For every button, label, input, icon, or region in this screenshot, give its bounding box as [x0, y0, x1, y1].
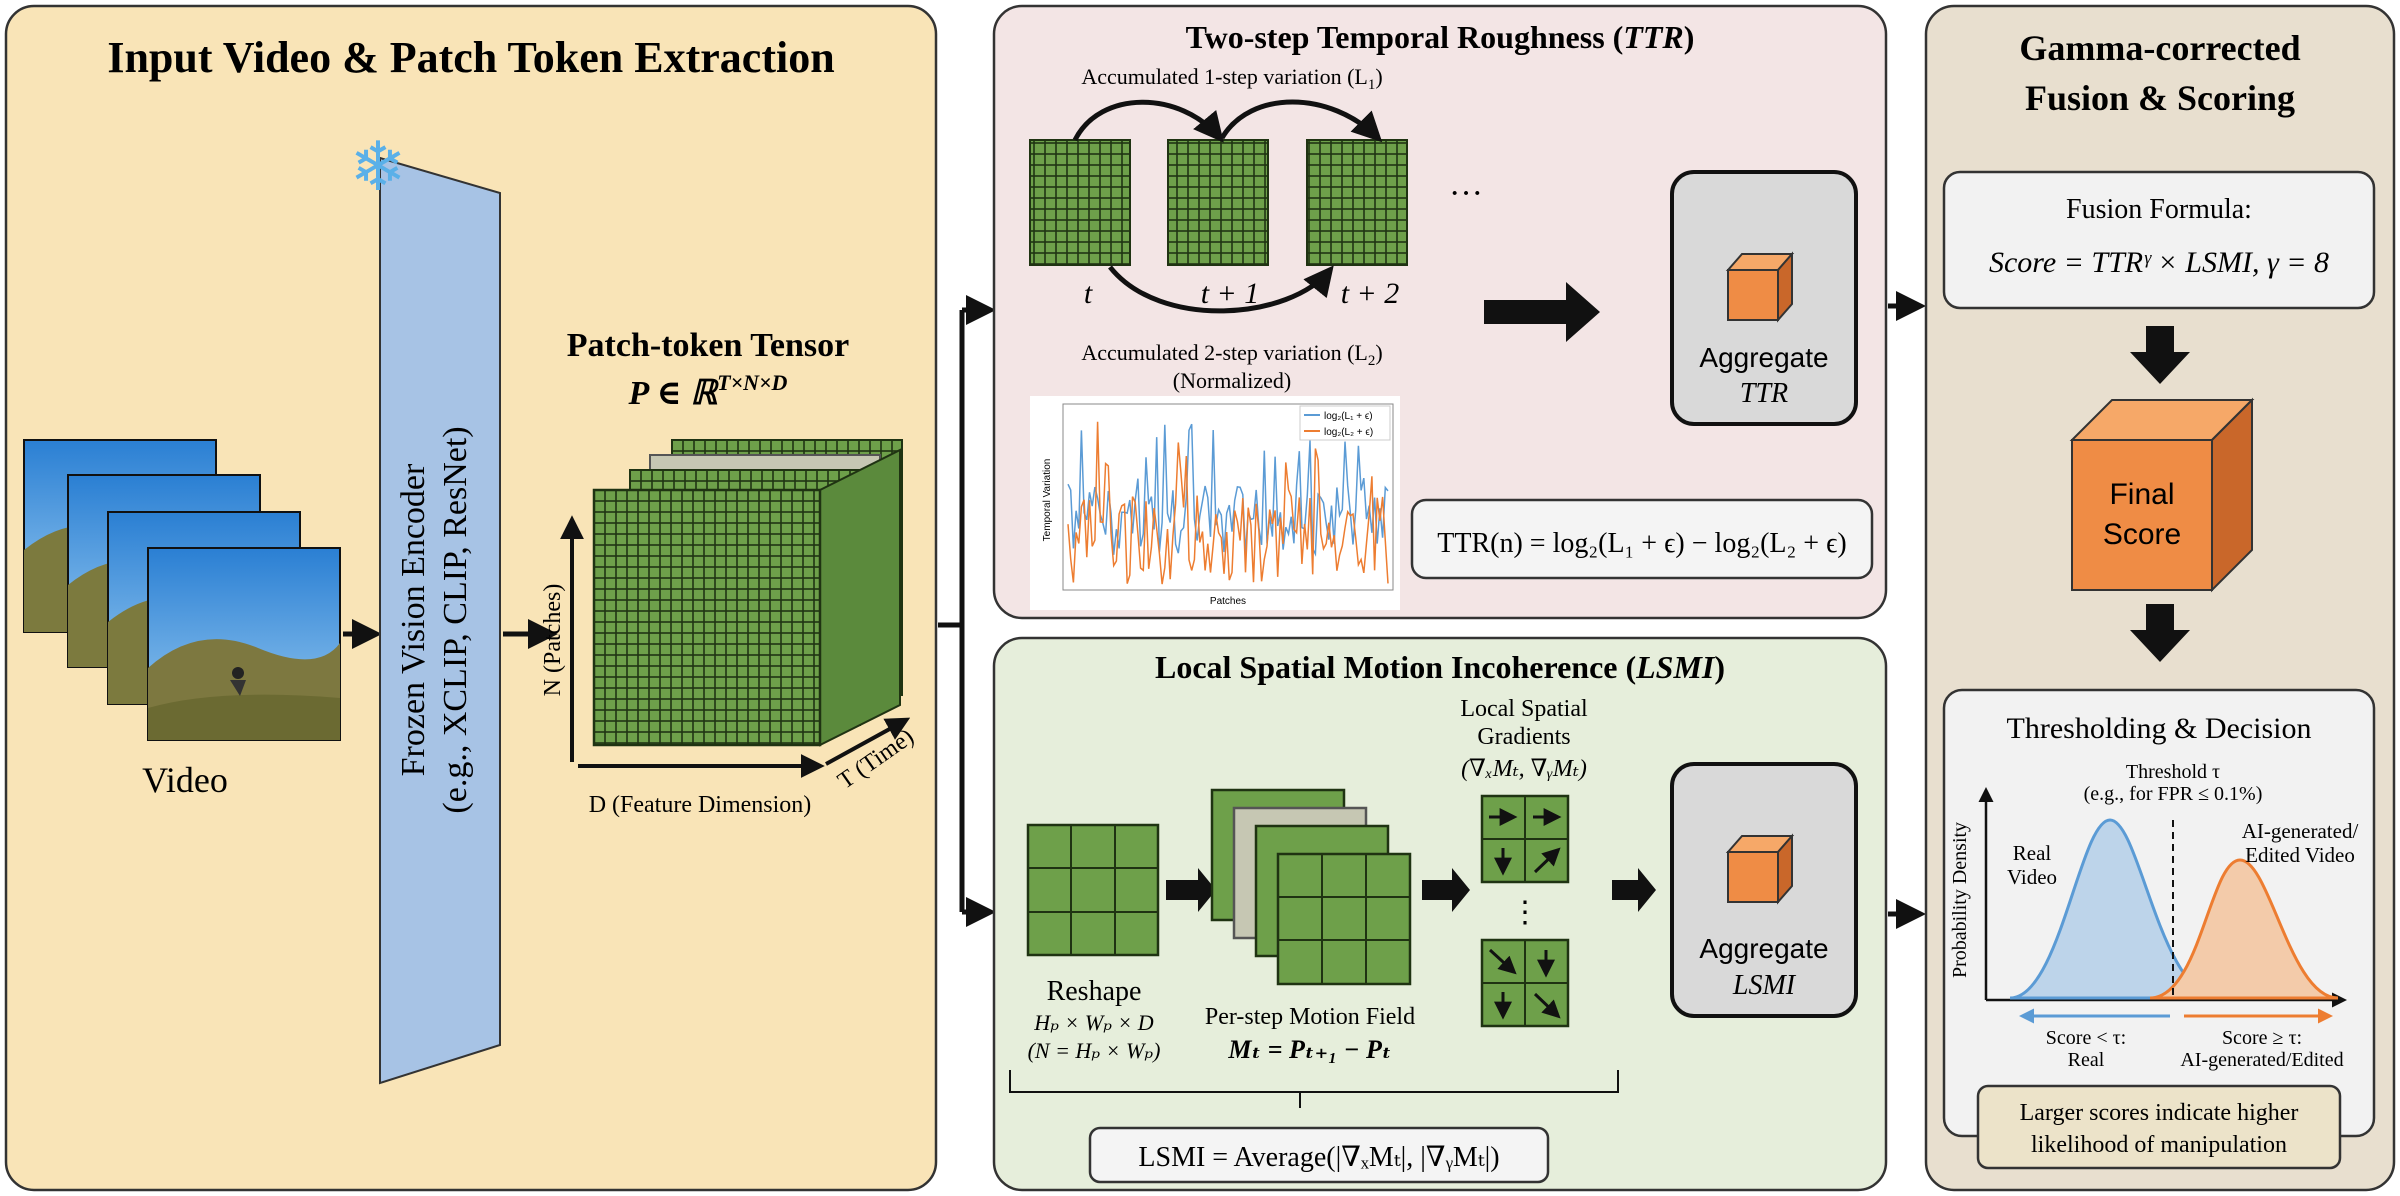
l1-label: Accumulated 1-step variation (L1) — [1081, 64, 1382, 93]
threshold-note: (e.g., for FPR ≤ 0.1%) — [2084, 783, 2263, 805]
ai-label-1: AI-generated/ — [2242, 819, 2359, 843]
motion-eq: Mₜ = Pₜ₊₁ − Pₜ — [1227, 1035, 1391, 1064]
grid-ellipsis: ··· — [1449, 175, 1483, 212]
above-threshold-2: AI-generated/Edited — [2180, 1049, 2343, 1071]
plot-series-l2 — [1067, 421, 1389, 585]
token-grid-t2 — [1306, 139, 1408, 266]
lsmi-aggregate-box: Aggregate LSMI — [1670, 762, 1858, 1018]
encoder-line1: Frozen Vision Encoder — [395, 463, 432, 776]
reshape-label: Reshape — [1047, 976, 1142, 1007]
ai-label-2: Edited Video — [2245, 843, 2355, 867]
gradient-grid-top — [1480, 794, 1570, 884]
input-panel-title: Input Video & Patch Token Extraction — [107, 33, 834, 82]
gradients-line2: Gradients — [1477, 724, 1570, 750]
ttr-panel: Two-step Temporal Roughness (TTR) Accumu… — [992, 4, 1888, 620]
fusion-title-line2: Fusion & Scoring — [2025, 78, 2295, 118]
time-label-t: t — [1084, 277, 1093, 310]
motion-field-stack — [1210, 788, 1412, 986]
threshold-box: Thresholding & Decision Threshold τ (e.g… — [1942, 688, 2376, 1138]
note-line2: likelihood of manipulation — [2031, 1132, 2287, 1158]
input-panel: Input Video & Patch Token Extraction — [4, 4, 938, 1192]
above-threshold-1: Score ≥ τ: — [2222, 1027, 2302, 1049]
ttr-formula: TTR(n) = log₂(L₁ + ϵ) − log₂(L₂ + ϵ) — [1437, 528, 1846, 559]
plot-series-l1 — [1067, 423, 1389, 557]
real-label-2: Video — [2007, 865, 2057, 889]
split-connector — [938, 295, 996, 927]
density-ylabel: Probability Density — [1949, 822, 1971, 978]
ttr-panel-title: Two-step Temporal Roughness (TTR) — [1186, 19, 1695, 55]
gradients-line3: (∇ₓMₜ, ∇ᵧMₜ) — [1461, 756, 1587, 782]
gradient-vdots: ⋮ — [1510, 896, 1540, 929]
lsmi-aggregate-label: Aggregate — [1699, 933, 1828, 964]
normalized-label: (Normalized) — [1173, 368, 1292, 393]
below-threshold-2: Real — [2068, 1049, 2105, 1071]
ttr-plot: Temporal Variation Patches log₂(L₁ + ϵ) … — [1030, 396, 1400, 610]
below-threshold-1: Score < τ: — [2046, 1027, 2126, 1049]
lsmi-formula: LSMI = Average(|∇ₓMₜ|, |∇ᵧMₜ|) — [1138, 1142, 1499, 1173]
reshape-eq: (N = Hₚ × Wₚ) — [1028, 1038, 1161, 1063]
threshold-label: Threshold τ — [2126, 761, 2220, 783]
plot-ylabel: Temporal Variation — [1042, 459, 1053, 542]
axis-feature-label: D (Feature Dimension) — [589, 792, 812, 818]
video-label: Video — [142, 760, 228, 800]
reshape-dims: Hₚ × Wₚ × D — [1033, 1010, 1154, 1035]
gradient-grid-bottom — [1480, 938, 1570, 1028]
tensor-formula: P ∈ ℝT×N×D — [628, 370, 788, 412]
lsmi-panel: Local Spatial Motion Incoherence (LSMI) … — [992, 636, 1888, 1192]
ai-density-curve — [2149, 858, 2339, 1000]
ttr-aggregate-label: Aggregate — [1699, 342, 1828, 373]
fusion-panel: Gamma-corrected Fusion & Scoring Fusion … — [1924, 4, 2396, 1192]
frozen-encoder: Frozen Vision Encoder (e.g., XCLIP, CLIP… — [379, 156, 501, 1085]
real-label-1: Real — [2013, 841, 2052, 865]
ttr-aggregate-box: Aggregate TTR — [1670, 170, 1858, 426]
motion-label: Per-step Motion Field — [1205, 1004, 1415, 1030]
tensor-title: Patch-token Tensor — [567, 327, 849, 364]
ttr-aggregate-abbr: TTR — [1740, 378, 1788, 409]
snowflake-icon: ❄ — [350, 129, 407, 205]
final-score-line1: Final — [2109, 478, 2174, 511]
l2-label: Accumulated 2-step variation (L2) — [1081, 340, 1382, 369]
token-grid-t — [1029, 139, 1131, 266]
lsmi-aggregate-abbr: LSMI — [1732, 970, 1797, 1001]
fusion-title-line1: Gamma-corrected — [2019, 28, 2300, 68]
time-label-t2: t + 2 — [1341, 277, 1400, 310]
plot-legend-l2: log₂(L₂ + ϵ) — [1324, 427, 1373, 438]
ttr-block-arrow — [1484, 282, 1600, 342]
gradients-line1: Local Spatial — [1460, 696, 1588, 722]
encoder-line2: (e.g., XCLIP, CLIP, ResNet) — [437, 426, 474, 813]
final-score-line2: Score — [2103, 518, 2181, 551]
plot-legend-l1: log₂(L₁ + ϵ) — [1324, 411, 1373, 422]
axis-patches-label: N (Patches) — [540, 584, 566, 697]
lsmi-panel-title: Local Spatial Motion Incoherence (LSMI) — [1155, 649, 1725, 685]
time-label-t1: t + 1 — [1201, 277, 1260, 310]
patch-token-tensor — [592, 439, 903, 747]
plot-xlabel: Patches — [1210, 596, 1246, 607]
token-grid-t1 — [1167, 139, 1269, 266]
real-density-curve — [2009, 818, 2221, 1000]
fusion-formula: Score = TTRᵞ × LSMI, γ = 8 — [1989, 246, 2329, 279]
fusion-formula-title: Fusion Formula: — [2066, 194, 2252, 225]
note-line1: Larger scores indicate higher — [2020, 1100, 2299, 1126]
final-score-cube: Final Score — [2069, 397, 2255, 593]
threshold-title: Thresholding & Decision — [2007, 712, 2312, 745]
reshape-grid — [1026, 823, 1160, 957]
video-frames — [23, 439, 341, 741]
